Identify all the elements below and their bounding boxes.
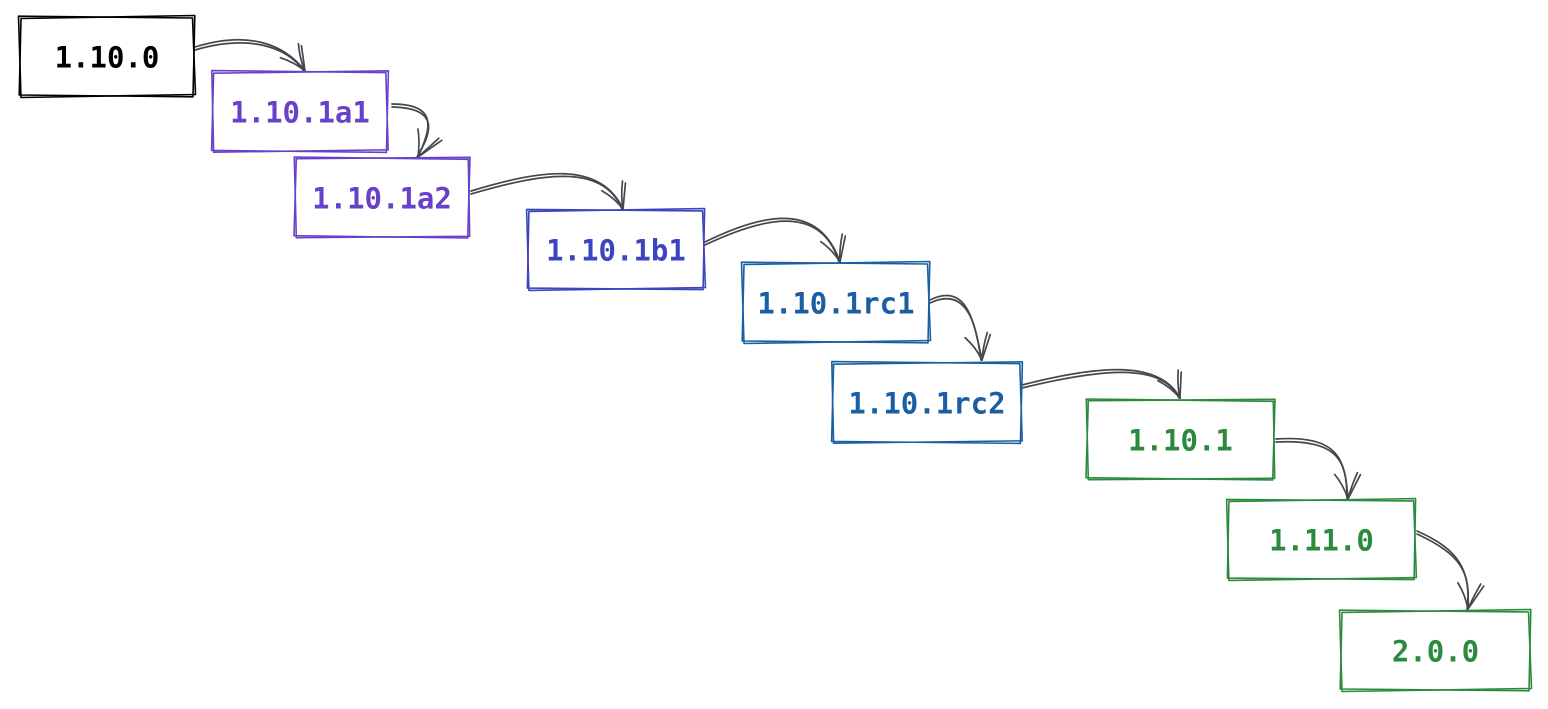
edge-arrow-n8-n9 [1416,530,1485,610]
edge-arrow-n6-n7 [1021,368,1183,399]
edge-arrow-n7-n8 [1275,437,1362,500]
arrowhead-left [417,128,420,158]
arrowhead-left [819,240,841,263]
arrow-shaft-sketch [391,106,430,158]
arrowhead-left [964,336,983,361]
arrow-shaft-sketch [929,297,982,361]
nodes-layer: 1.10.0 1.10.1a1 1.10.1a2 1.10.1b1 1.10.1rc1 1… [17,14,1533,693]
node-box-outline-sketch [740,261,932,345]
arrowhead-left [1333,473,1349,500]
node-box-outline-sketch [1085,398,1276,481]
arrowhead-sketch [417,139,443,158]
version-node-n6: 1.10.1rc2 [830,360,1024,445]
arrow-shaft [1275,437,1349,500]
arrow-shaft [704,217,841,263]
version-node-n8: 1.11.0 [1225,497,1418,582]
node-box-outline-sketch [831,360,1023,444]
version-node-n4: 1.10.1b1 [525,207,707,292]
node-box-outline-sketch [293,156,471,239]
arrowhead-sketch [1347,473,1362,500]
arrow-shaft-sketch [1021,371,1180,399]
edge-arrow-n1-n2 [194,39,306,72]
arrowhead-left [1157,379,1181,399]
arrow-shaft-sketch [470,175,623,210]
version-label: 1.10.1a1 [230,96,370,130]
arrow-shaft-sketch [1275,440,1348,500]
arrow-shaft [391,103,429,158]
edge-arrow-n3-n4 [470,172,627,210]
version-label: 1.10.1b1 [546,234,686,268]
arrowhead-sketch [622,182,627,210]
arrow-shaft-sketch [194,42,305,72]
node-box-outline-sketch [211,69,389,153]
arrowhead-left [279,56,306,72]
version-label: 2.0.0 [1392,635,1479,669]
version-label: 1.10.1 [1128,424,1233,458]
arrowhead-left [1457,582,1469,610]
version-label: 1.11.0 [1269,524,1374,558]
version-node-n2: 1.10.1a1 [210,69,390,154]
edges-layer [194,39,1485,610]
arrow-shaft-sketch [704,220,840,263]
arrowhead-sketch [300,44,306,72]
node-box-outline-sketch [1225,498,1418,582]
edge-arrow-n2-n3 [391,103,443,158]
edge-arrow-n5-n6 [929,294,992,361]
arrowhead-sketch [839,235,847,263]
version-label: 1.10.1rc2 [848,387,1005,421]
version-node-n7: 1.10.1 [1085,398,1276,481]
arrowhead-sketch [1179,371,1183,399]
arrow-shaft [470,172,624,210]
node-box-outline-sketch [1338,609,1533,693]
node-box-outline-sketch [525,208,707,292]
arrowhead-left [600,189,624,210]
version-label: 1.10.1a2 [312,182,452,216]
arrowhead-sketch [1467,585,1485,610]
version-label: 1.10.1rc1 [757,287,914,321]
version-node-n3: 1.10.1a2 [293,156,471,239]
version-node-n1: 1.10.0 [17,14,197,99]
edge-arrow-n4-n5 [704,217,847,263]
arrowhead-sketch [981,333,992,361]
arrow-shaft [1416,530,1470,610]
version-node-n5: 1.10.1rc1 [740,260,932,345]
node-box-outline-sketch [17,15,197,99]
version-label: 1.10.0 [55,41,160,75]
version-node-n9: 2.0.0 [1338,608,1533,693]
arrow-shaft-sketch [1416,533,1469,610]
